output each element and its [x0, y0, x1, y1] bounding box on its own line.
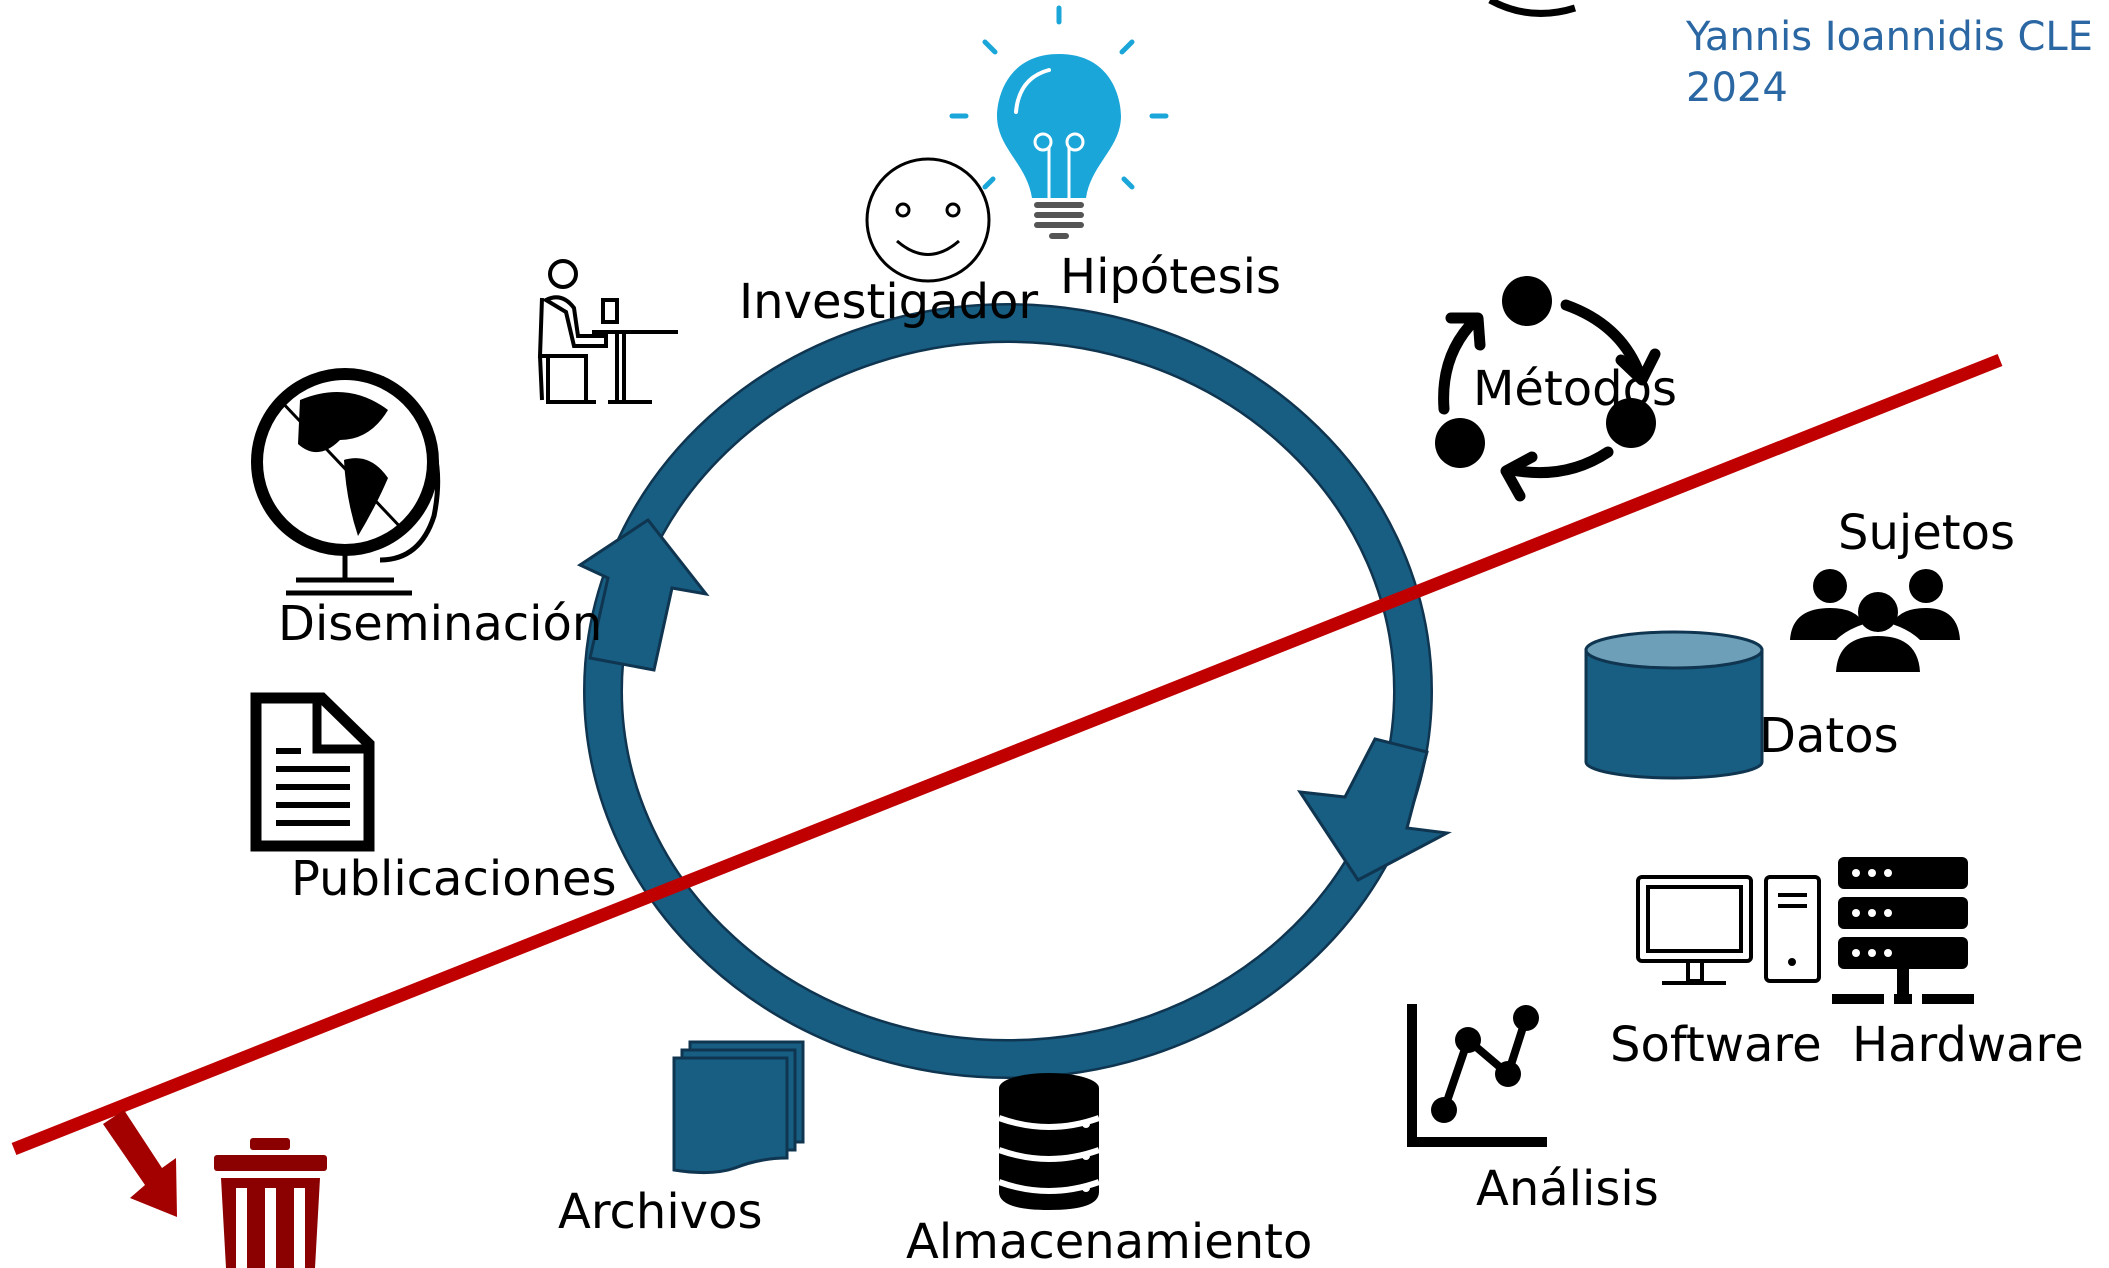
- cycle-ring: [585, 305, 1431, 1077]
- label-publicaciones: Publicaciones: [291, 851, 617, 907]
- label-investigador: Investigador: [739, 274, 1038, 330]
- computer-icon: [1636, 875, 1821, 985]
- smiley-icon: [865, 157, 991, 283]
- lightbulb-icon: [949, 5, 1169, 239]
- people-group-icon: [1790, 569, 1960, 672]
- strike-line: [11, 353, 2003, 1156]
- label-diseminacion: Diseminación: [278, 596, 602, 652]
- label-datos: Datos: [1759, 708, 1899, 764]
- label-hardware: Hardware: [1852, 1017, 2084, 1073]
- label-almacenamiento: Almacenamiento: [906, 1214, 1312, 1268]
- title-fragment: [1488, 0, 1577, 17]
- label-hipotesis: Hipótesis: [1060, 249, 1281, 305]
- database-stack-icon: [997, 1073, 1101, 1210]
- label-analisis: Análisis: [1476, 1161, 1659, 1217]
- cycle-arrow-right: [1296, 737, 1452, 882]
- label-archivos: Archivos: [558, 1184, 762, 1240]
- server-rack-icon: [1832, 857, 1974, 1004]
- label-software: Software: [1610, 1017, 1822, 1073]
- globe-icon: [251, 368, 441, 596]
- credit-line-1: Yannis Ioannidis CLE: [1685, 14, 2093, 60]
- credit-line-2: 2024: [1686, 65, 1788, 111]
- cycle-arrow-left: [576, 517, 710, 672]
- down-arrow-icon: [103, 1110, 177, 1217]
- trash-icon: [214, 1138, 327, 1268]
- line-chart-icon: [1407, 1004, 1547, 1147]
- person-at-desk-icon: [537, 259, 678, 404]
- label-sujetos: Sujetos: [1838, 505, 2015, 561]
- database-cylinder-icon: [1584, 630, 1764, 780]
- cycle-arrows-icon: [1435, 276, 1661, 502]
- document-icon: [250, 692, 375, 852]
- stacked-files-icon: [672, 1040, 805, 1175]
- label-metodos: Métodos: [1473, 361, 1677, 417]
